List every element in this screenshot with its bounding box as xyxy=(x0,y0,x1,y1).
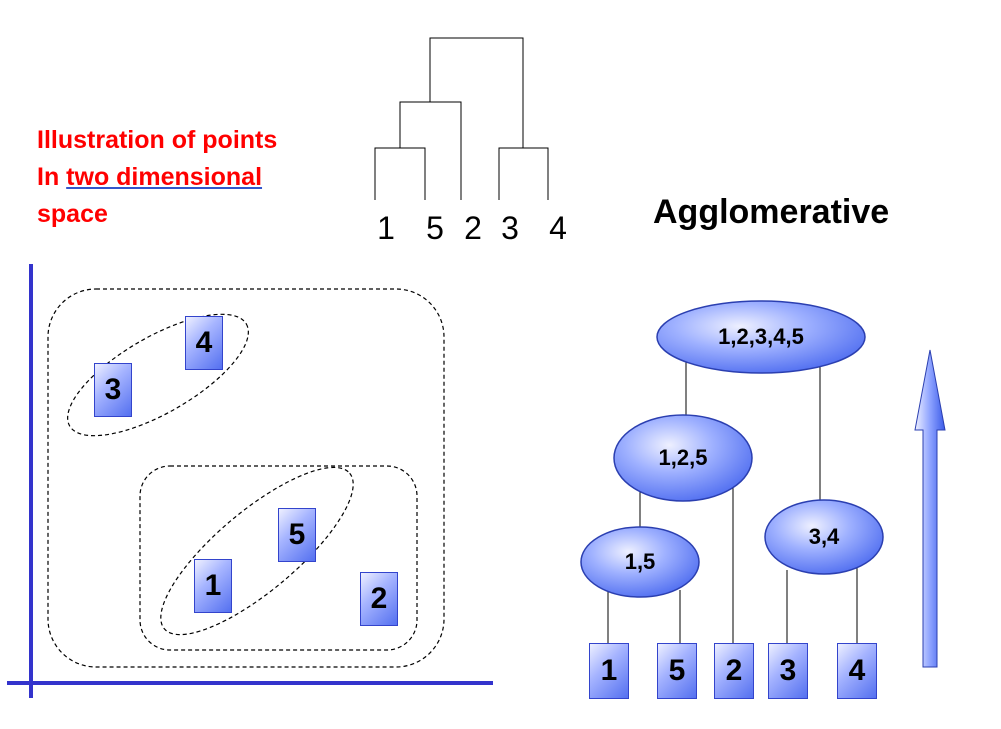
dendro-merge-3-4 xyxy=(498,147,549,200)
node-label-root: 1,2,3,4,5 xyxy=(718,324,804,349)
caption-text: Illustration of points In two dimensiona… xyxy=(37,122,277,233)
tree-leaf: 5 xyxy=(657,643,697,699)
caption-line-2: In two dimensional xyxy=(37,159,277,196)
node-1-2-3-4-5 xyxy=(656,300,866,374)
dendro-leaf-label: 4 xyxy=(549,210,567,246)
dendro-leaf-label: 5 xyxy=(426,210,444,246)
caption-line-1: Illustration of points xyxy=(37,126,278,154)
cluster-all-outline xyxy=(47,288,445,668)
caption-line-2-prefix: In xyxy=(37,163,67,191)
tree-leaf: 2 xyxy=(714,643,754,699)
node-label-3-4: 3,4 xyxy=(808,524,840,549)
dendro-merge-1-5 xyxy=(374,147,426,200)
node-1-2-5 xyxy=(613,414,753,502)
point-2: 2 xyxy=(360,572,398,626)
tree-leaf: 4 xyxy=(837,643,877,699)
tree-leaf: 3 xyxy=(768,643,808,699)
caption-underlined: two dimensional xyxy=(66,163,263,191)
node-1-5 xyxy=(580,526,700,598)
node-3-4 xyxy=(764,499,884,575)
caption-line-3: space xyxy=(37,200,108,228)
dendro-leaf-label: 2 xyxy=(464,210,482,246)
cluster-1-5-outline xyxy=(160,466,354,636)
point-1: 1 xyxy=(194,559,232,613)
dendro-merge-root xyxy=(429,37,524,148)
dendro-leaf-label: 3 xyxy=(501,210,519,246)
up-arrow-icon xyxy=(914,349,946,668)
tree-nodes xyxy=(580,300,884,598)
axes xyxy=(7,264,493,698)
dendrogram xyxy=(374,37,549,200)
node-label-1-2-5: 1,2,5 xyxy=(658,445,708,470)
cluster-1-2-5-outline xyxy=(139,465,418,651)
diagram-title: Agglomerative xyxy=(653,193,890,231)
point-3: 3 xyxy=(94,363,132,417)
dendro-leaf-label: 1 xyxy=(377,210,395,246)
tree-edges xyxy=(607,360,858,643)
dendro-merge-15-2 xyxy=(399,101,462,200)
cluster-3-4-outline xyxy=(67,313,249,437)
point-5: 5 xyxy=(278,508,316,562)
node-label-1-5: 1,5 xyxy=(624,549,656,574)
tree-leaf: 1 xyxy=(589,643,629,699)
cluster-outlines xyxy=(47,288,445,668)
point-4: 4 xyxy=(185,316,223,370)
